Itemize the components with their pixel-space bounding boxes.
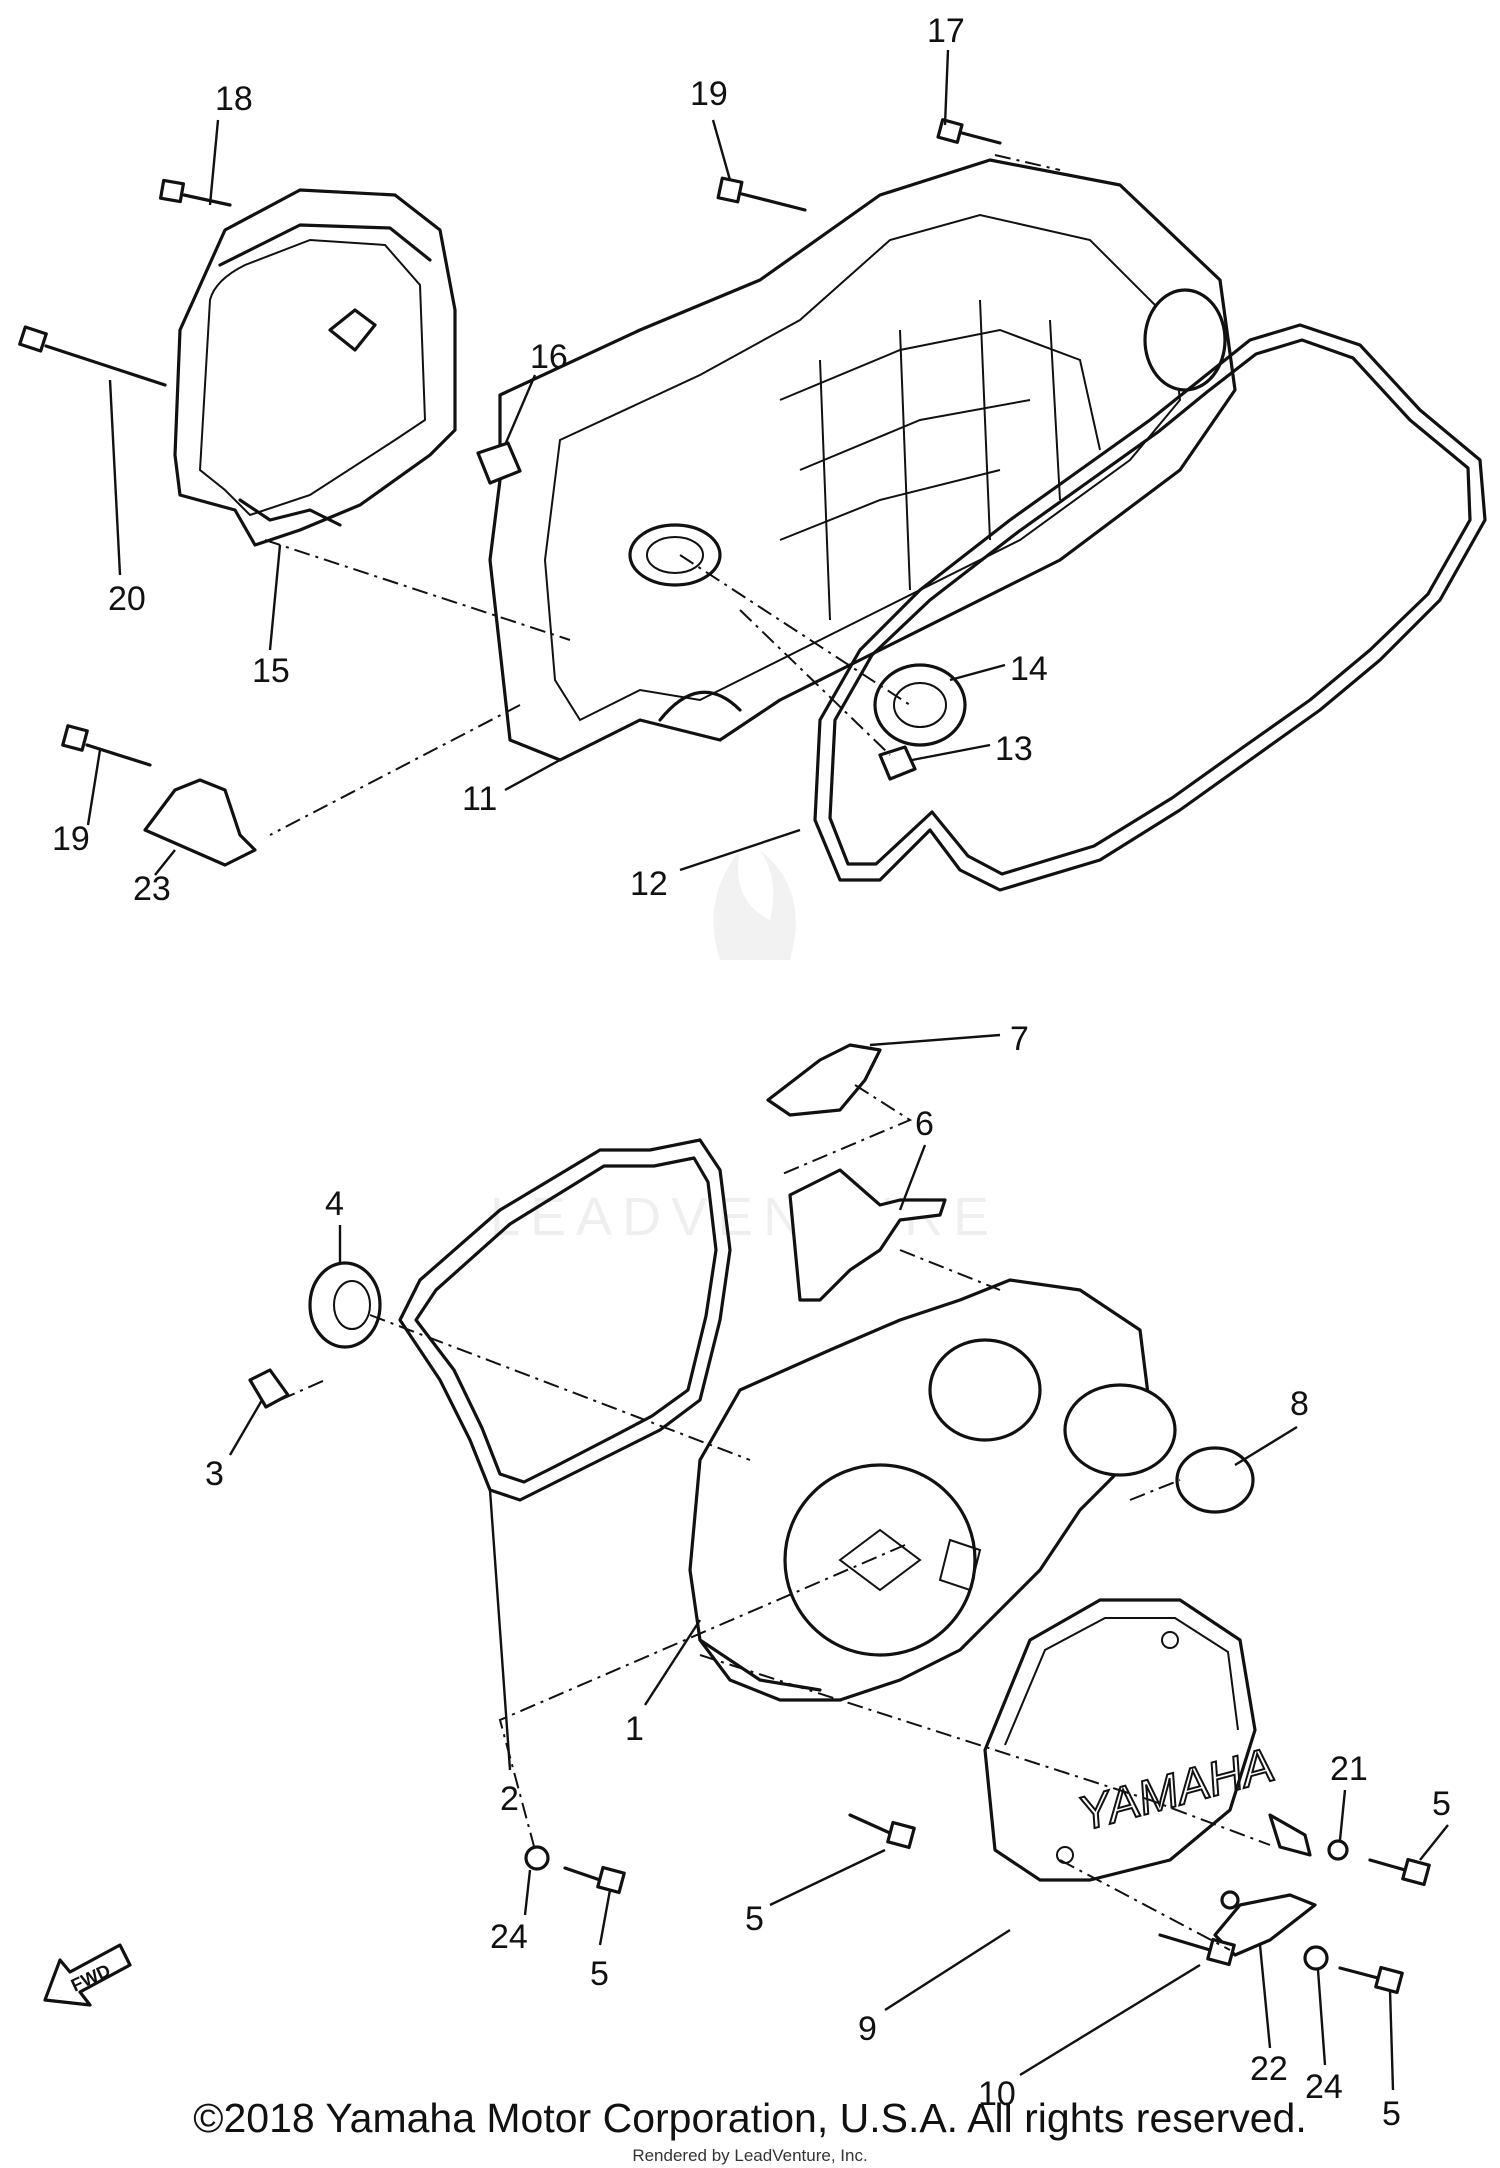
part-19-bolt-lower [61, 724, 152, 767]
part-13-dowel [878, 745, 917, 781]
callout-20: 20 [108, 580, 146, 618]
callout-6: 6 [915, 1105, 934, 1143]
callout-2: 2 [500, 1780, 519, 1818]
part-3-dowel [248, 1368, 290, 1409]
callout-numbers: 18 19 17 16 20 15 14 13 11 12 19 23 7 6 … [52, 12, 1451, 2133]
part-24-washer-right [1303, 1945, 1329, 1971]
callout-19-top: 19 [690, 75, 728, 113]
callout-5-left: 5 [590, 1955, 609, 1993]
copyright-notice: ©2018 Yamaha Motor Corporation, U.S.A. A… [193, 2095, 1307, 2141]
callout-8: 8 [1290, 1385, 1309, 1423]
callout-16: 16 [530, 338, 568, 376]
part-16-dowel [476, 441, 522, 485]
part-11-crankcase-cover [488, 158, 1237, 762]
callout-17: 17 [927, 12, 965, 50]
render-credit: Rendered by LeadVenture, Inc. [632, 2146, 868, 2165]
callout-4: 4 [325, 1185, 344, 1223]
part-19-bolt-upper [716, 176, 807, 212]
part-6-bracket [788, 1168, 947, 1302]
callout-24-left: 24 [490, 1918, 528, 1956]
callout-18: 18 [215, 80, 253, 118]
part-24-washer-left [524, 1845, 550, 1871]
alignment-lines-upper [264, 154, 1061, 836]
part-20-long-bolt [18, 325, 167, 387]
callout-9: 9 [858, 2010, 877, 2048]
part-5-bolt-lower-right [1338, 1965, 1404, 1995]
part-5-bolt-left [563, 1865, 626, 1895]
part-4-oil-seal [308, 1261, 382, 1349]
callout-5-upper-right: 5 [1432, 1785, 1451, 1823]
callout-24-right: 24 [1305, 2068, 1343, 2106]
part-10-bolt [1158, 1933, 1236, 1967]
part-23-bracket [143, 778, 257, 867]
part-7-plate [766, 1043, 882, 1117]
callout-3: 3 [205, 1455, 224, 1493]
part-5-bolt-upper-right [1368, 1857, 1431, 1887]
callout-1: 1 [625, 1710, 644, 1748]
part-21-clip [1268, 1813, 1349, 1861]
part-1-crankcase-cover [688, 1278, 1177, 1702]
alignment-lines-lower [279, 1084, 1271, 1951]
callout-13: 13 [995, 730, 1033, 768]
part-14-oil-seal [873, 663, 967, 747]
callout-14: 14 [1010, 650, 1048, 688]
part-17-bolt [936, 118, 1002, 145]
part-15-housing [173, 188, 457, 547]
callout-5-center: 5 [745, 1900, 764, 1938]
part-8-plug [1175, 1446, 1255, 1514]
callout-23: 23 [133, 870, 171, 908]
callout-19-left: 19 [52, 820, 90, 858]
callout-7: 7 [1010, 1020, 1029, 1058]
callout-22: 22 [1250, 2050, 1288, 2088]
callout-leaders [86, 49, 1449, 2091]
callout-21: 21 [1330, 1750, 1368, 1788]
callout-10: 10 [978, 2075, 1016, 2113]
part-5-bolt-center [848, 1813, 916, 1850]
part-12-gasket [813, 323, 1487, 892]
callout-11: 11 [462, 780, 497, 818]
part-22-bracket [1213, 1890, 1317, 1957]
fwd-direction-arrow: FWD [43, 1943, 132, 2007]
callout-12: 12 [630, 865, 668, 903]
part-9-yamaha-cover: YAMAHA [983, 1598, 1281, 1882]
callout-5-lower-right: 5 [1382, 2095, 1401, 2133]
part-18-bolt [158, 178, 232, 207]
callout-15: 15 [252, 652, 290, 690]
part-2-gasket [398, 1138, 732, 1502]
